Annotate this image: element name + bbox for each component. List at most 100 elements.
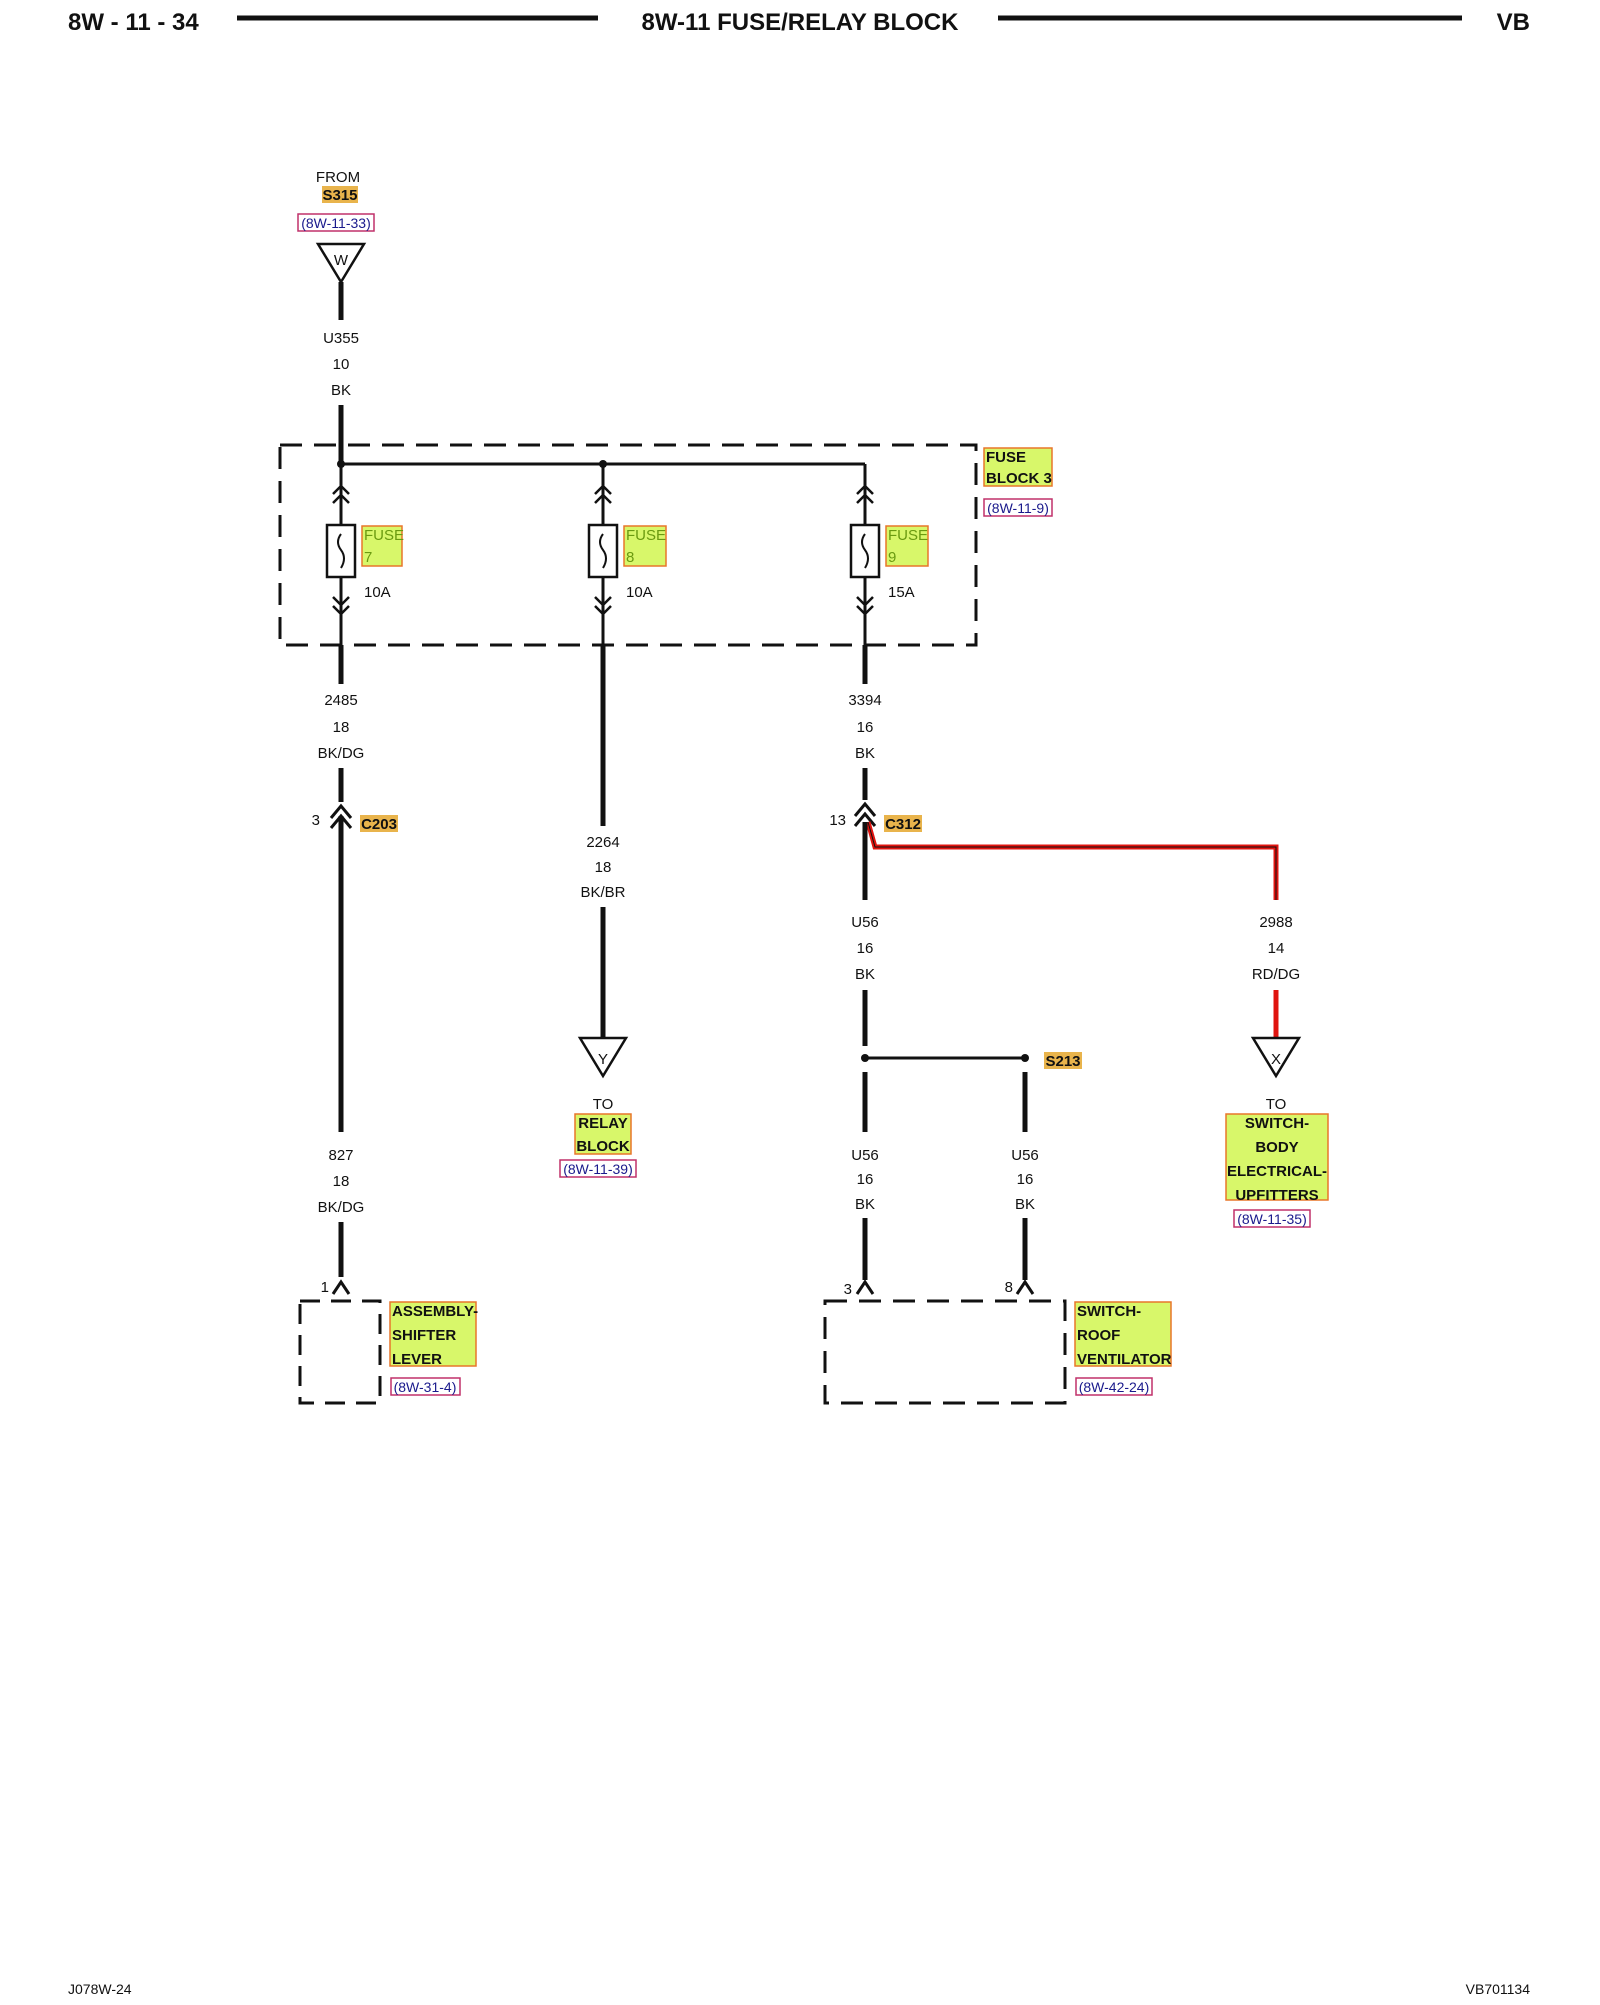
shifter-label-line3[interactable]: LEVER bbox=[392, 1351, 442, 1368]
fuse-7-number: 7 bbox=[364, 549, 372, 566]
upfitters-ref-link[interactable]: (8W-11-35) bbox=[1237, 1211, 1307, 1227]
fuse-9-label: FUSE bbox=[888, 527, 928, 544]
shifter-ref-link[interactable]: (8W-31-4) bbox=[394, 1379, 457, 1395]
ventilator-label-line2[interactable]: ROOF bbox=[1077, 1327, 1120, 1344]
wire-u56-a-circuit: U56 bbox=[851, 914, 879, 931]
fuse-block-ref-link[interactable]: (8W-11-9) bbox=[987, 500, 1049, 516]
footer-right-code: VB701134 bbox=[1466, 1981, 1531, 1997]
wire-2485-color: BK/DG bbox=[318, 745, 365, 762]
wire-u56-c-gauge: 16 bbox=[1017, 1171, 1034, 1188]
c312-label[interactable]: C312 bbox=[885, 816, 921, 833]
wire-u355-color: BK bbox=[331, 382, 351, 399]
shifter-pin: 1 bbox=[321, 1279, 329, 1296]
upfitters-label-line2[interactable]: BODY bbox=[1255, 1139, 1298, 1156]
footer-left-code: J078W-24 bbox=[68, 1981, 132, 1997]
ventilator-highlight bbox=[1074, 1301, 1172, 1367]
wire-827-circuit: 827 bbox=[328, 1147, 353, 1164]
fuse-8[interactable] bbox=[587, 464, 667, 645]
wire-u56-a-gauge: 16 bbox=[857, 940, 874, 957]
wire-2988-upper bbox=[865, 821, 1279, 900]
fuse-9[interactable] bbox=[849, 464, 929, 645]
page-number: 8W - 11 - 34 bbox=[68, 9, 199, 36]
wire-2485-circuit: 2485 bbox=[324, 692, 357, 709]
wire-827-gauge: 18 bbox=[333, 1173, 350, 1190]
fuse-7[interactable] bbox=[325, 464, 403, 645]
ventilator-pin-a-symbol bbox=[855, 1279, 875, 1295]
wire-827-color: BK/DG bbox=[318, 1199, 365, 1216]
relay-ref-link[interactable]: (8W-11-39) bbox=[563, 1161, 633, 1177]
ventilator-ref-link[interactable]: (8W-42-24) bbox=[1079, 1379, 1150, 1395]
relay-label-line1[interactable]: RELAY bbox=[578, 1115, 627, 1132]
c312-pin: 13 bbox=[829, 812, 846, 829]
wire-u56-b-circuit: U56 bbox=[851, 1147, 879, 1164]
fuse-block-label-line1[interactable]: FUSE bbox=[986, 449, 1026, 466]
ventilator-ref-box bbox=[1075, 1377, 1153, 1396]
shifter-label-line1[interactable]: ASSEMBLY- bbox=[392, 1303, 478, 1320]
relay-ref-box bbox=[559, 1159, 637, 1178]
upfitters-highlight bbox=[1225, 1113, 1329, 1201]
s213-label[interactable]: S213 bbox=[1045, 1053, 1080, 1070]
source-splice-label[interactable]: S315 bbox=[322, 187, 357, 204]
ventilator-label-line1[interactable]: SWITCH- bbox=[1077, 1303, 1141, 1320]
wire-2988-color: RD/DG bbox=[1252, 966, 1300, 983]
wire-u355-circuit: U355 bbox=[323, 330, 359, 347]
shifter-ref-box bbox=[390, 1377, 461, 1396]
upfitters-ref-box bbox=[1233, 1209, 1311, 1228]
source-connector-symbol bbox=[315, 242, 367, 285]
fuse-9-number: 9 bbox=[888, 549, 896, 566]
ventilator-pin-a: 3 bbox=[844, 1281, 852, 1298]
fuse-block-ref-box bbox=[983, 498, 1053, 517]
wire-2988-circuit: 2988 bbox=[1259, 914, 1292, 931]
upfitters-label-line4[interactable]: UPFITTERS bbox=[1235, 1187, 1318, 1204]
wire-2264-gauge: 18 bbox=[595, 859, 612, 876]
relay-connector-symbol bbox=[577, 1036, 629, 1079]
wire-2264-color: BK/BR bbox=[580, 884, 625, 901]
relay-connector-letter: Y bbox=[598, 1051, 608, 1068]
s213-node-left bbox=[861, 1054, 869, 1062]
fuse-8-rating: 10A bbox=[626, 584, 653, 601]
wire-u56-a-color: BK bbox=[855, 966, 875, 983]
relay-highlight bbox=[574, 1113, 632, 1155]
fuse-7-rating: 10A bbox=[364, 584, 391, 601]
source-from-label: FROM bbox=[316, 169, 360, 186]
fuse-9-rating: 15A bbox=[888, 584, 915, 601]
ventilator-label-line3[interactable]: VENTILATOR bbox=[1077, 1351, 1172, 1368]
shifter-connector-symbol bbox=[331, 1279, 351, 1295]
wire-3394-gauge: 16 bbox=[857, 719, 874, 736]
upfitters-connector-symbol bbox=[1250, 1036, 1302, 1079]
shifter-highlight bbox=[389, 1301, 477, 1367]
ventilator-component-outline bbox=[823, 1299, 1067, 1405]
source-ref-box bbox=[297, 213, 375, 232]
fuse-8-label: FUSE bbox=[626, 527, 666, 544]
fuse-block-highlight bbox=[983, 447, 1053, 487]
wire-2988-gauge: 14 bbox=[1268, 940, 1285, 957]
c312-highlight bbox=[884, 815, 922, 832]
c203-highlight bbox=[360, 815, 398, 832]
source-ref-link[interactable]: (8W-11-33) bbox=[301, 215, 371, 231]
wire-u56-b-color: BK bbox=[855, 1196, 875, 1213]
wire-u56-b-gauge: 16 bbox=[857, 1171, 874, 1188]
fuse-block-outline bbox=[278, 443, 978, 647]
fuse-7-label: FUSE bbox=[364, 527, 404, 544]
s213-node-right bbox=[1021, 1054, 1029, 1062]
c203-label[interactable]: C203 bbox=[361, 816, 397, 833]
shifter-label-line2[interactable]: SHIFTER bbox=[392, 1327, 456, 1344]
ventilator-pin-b: 8 bbox=[1005, 1279, 1013, 1296]
ventilator-pin-b-symbol bbox=[1015, 1279, 1035, 1295]
page-title: 8W-11 FUSE/RELAY BLOCK bbox=[642, 9, 960, 36]
upfitters-label-line1[interactable]: SWITCH- bbox=[1245, 1115, 1309, 1132]
source-splice-highlight bbox=[322, 186, 358, 203]
upfitters-to-label: TO bbox=[1266, 1096, 1287, 1113]
relay-to-label: TO bbox=[593, 1096, 614, 1113]
wire-2485-gauge: 18 bbox=[333, 719, 350, 736]
fuse-block-label-line2[interactable]: BLOCK 3 bbox=[986, 470, 1052, 487]
wire-2988-outline bbox=[867, 821, 1277, 900]
upfitters-connector-letter: X bbox=[1271, 1051, 1281, 1068]
wire-u56-c-circuit: U56 bbox=[1011, 1147, 1039, 1164]
upfitters-label-line3[interactable]: ELECTRICAL- bbox=[1227, 1163, 1327, 1180]
c203-pin: 3 bbox=[312, 812, 320, 829]
wire-u355-gauge: 10 bbox=[333, 356, 350, 373]
c312-connector-symbol bbox=[853, 801, 877, 827]
relay-label-line2[interactable]: BLOCK bbox=[576, 1138, 629, 1155]
